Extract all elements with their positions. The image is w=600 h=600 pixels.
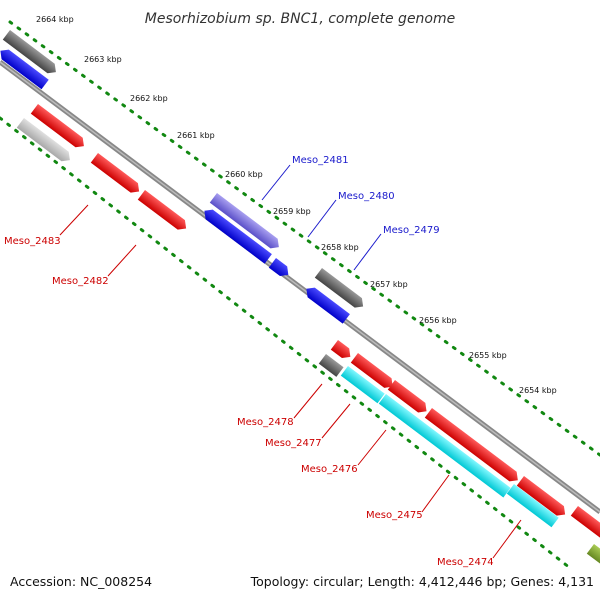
gene-arrow-olive[interactable] <box>586 544 600 572</box>
gene-arrow-gray[interactable] <box>2 30 60 77</box>
tick-label: 2664 kbp <box>36 15 74 24</box>
gene-arrow-cyan[interactable] <box>340 366 385 404</box>
gene-arrow-red[interactable] <box>570 506 600 543</box>
tick-label: 2659 kbp <box>273 207 311 216</box>
gene-arrow-red[interactable] <box>90 153 143 196</box>
gene-label-meso-2476: Meso_2476 <box>301 464 358 475</box>
gene-arrow-cyan[interactable] <box>506 484 559 528</box>
leader-line-meso-2478 <box>293 383 323 419</box>
tick-label: 2661 kbp <box>177 131 215 140</box>
gene-arrow-red[interactable] <box>350 353 397 391</box>
gene-arrow-cyan[interactable] <box>378 394 511 498</box>
tick-track-inner <box>0 116 572 570</box>
gene-arrow-red[interactable] <box>30 104 88 151</box>
tick-label: 2655 kbp <box>469 351 507 360</box>
gene-arrow-gray[interactable] <box>318 354 344 377</box>
leader-line-meso-2474 <box>492 519 522 559</box>
tick-label: 2660 kbp <box>225 170 263 179</box>
tick-track-outer <box>8 20 600 457</box>
gene-label-meso-2475: Meso_2475 <box>366 510 423 521</box>
leader-line-meso-2476 <box>357 429 387 466</box>
gene-label-meso-2482: Meso_2482 <box>52 276 109 287</box>
tick-label: 2663 kbp <box>84 55 122 64</box>
gene-arrow-gray[interactable] <box>314 268 367 311</box>
leader-line-meso-2480 <box>307 199 337 238</box>
gene-label-meso-2479: Meso_2479 <box>383 225 440 236</box>
gene-arrow-red[interactable] <box>137 190 190 233</box>
gene-label-meso-2474: Meso_2474 <box>437 557 494 568</box>
map-title: Mesorhizobium sp. BNC1, complete genome <box>145 11 456 27</box>
gene-label-meso-2483: Meso_2483 <box>4 236 61 247</box>
tick-label: 2657 kbp <box>370 280 408 289</box>
genome-backbone-highlight <box>0 61 600 513</box>
accession-text: Accession: NC_008254 <box>10 574 152 589</box>
gene-arrow-light-gray[interactable] <box>16 118 74 165</box>
gene-arrow-red[interactable] <box>516 476 569 519</box>
tick-label: 2658 kbp <box>321 243 359 252</box>
leader-line-meso-2477 <box>321 403 351 439</box>
gene-arrow-blue[interactable] <box>303 284 350 324</box>
leader-line-meso-2483 <box>59 204 89 236</box>
gene-arrow-blue[interactable] <box>0 46 49 90</box>
gene-arrow-red[interactable] <box>424 408 522 485</box>
gene-label-meso-2481: Meso_2481 <box>292 155 349 166</box>
leader-line-meso-2475 <box>421 474 450 513</box>
gene-arrow-blue[interactable] <box>201 206 272 264</box>
tick-label: 2662 kbp <box>130 94 168 103</box>
gene-arrow-purple[interactable] <box>209 193 283 252</box>
gene-label-meso-2480: Meso_2480 <box>338 191 395 202</box>
gene-arrow-red[interactable] <box>330 340 354 362</box>
genome-summary-text: Topology: circular; Length: 4,412,446 bp… <box>250 574 594 589</box>
gene-arrow-blue[interactable] <box>268 258 292 280</box>
gene-arrow-red[interactable] <box>387 380 430 416</box>
gene-label-meso-2477: Meso_2477 <box>265 438 322 449</box>
leader-line-meso-2481 <box>261 164 291 201</box>
gene-label-meso-2478: Meso_2478 <box>237 417 294 428</box>
leader-line-meso-2479 <box>353 233 382 271</box>
tick-label: 2654 kbp <box>519 386 557 395</box>
tick-label: 2656 kbp <box>419 316 457 325</box>
leader-line-meso-2482 <box>107 244 137 277</box>
